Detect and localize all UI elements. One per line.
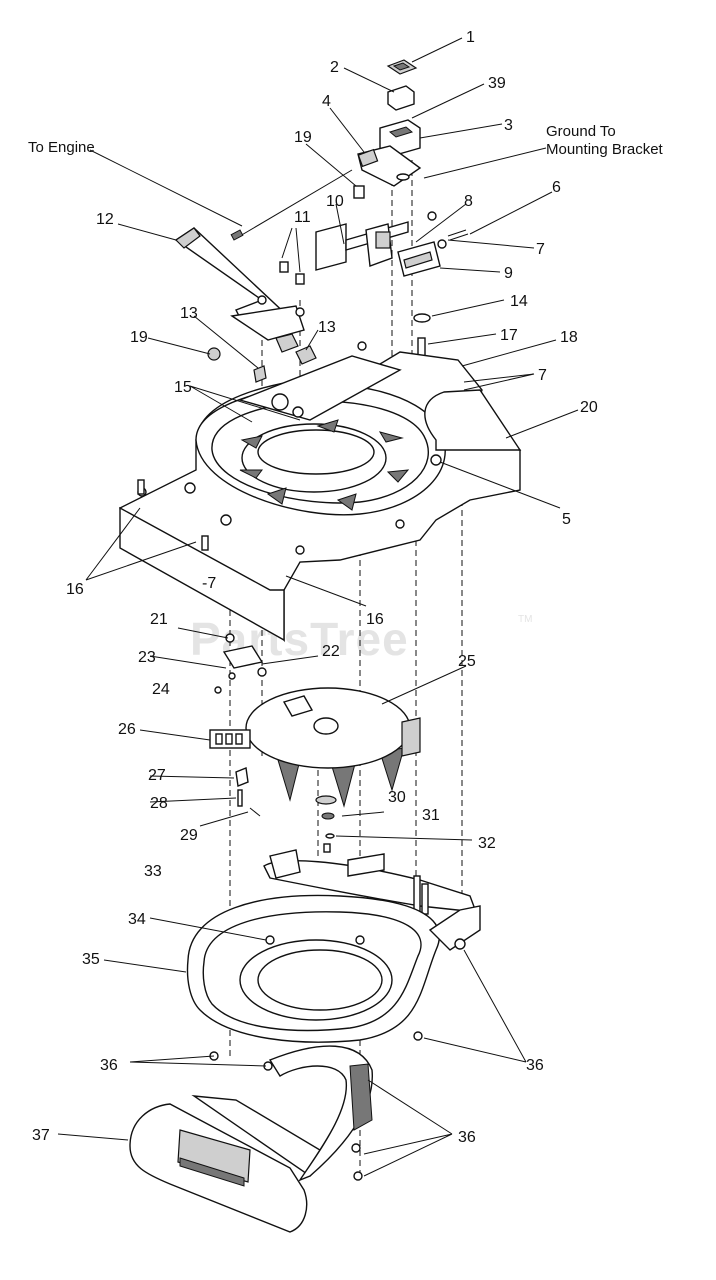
callout-11: 11 [294, 209, 311, 226]
callout-13a: 13 [180, 305, 198, 322]
callout-39: 39 [488, 75, 506, 92]
callout-6: 6 [552, 179, 561, 196]
handle-bracket [174, 227, 305, 341]
impeller-fan [245, 687, 421, 808]
center-hardware [315, 795, 337, 853]
callout-7a: 7 [536, 241, 545, 258]
callout-36b: 36 [526, 1057, 544, 1074]
callout-2: 2 [330, 59, 339, 76]
callout-19b: 19 [130, 329, 148, 346]
discharge-nozzle [129, 1045, 373, 1233]
callout-7b: 7 [538, 367, 547, 384]
callout-labels: 1 2 39 3 4 19 10 8 6 7 9 11 12 14 17 18 … [32, 29, 598, 1146]
callout-19a: 19 [294, 129, 312, 146]
callout-33: 33 [144, 863, 162, 880]
callout-20: 20 [580, 399, 598, 416]
callout-16b: 16 [366, 611, 384, 628]
callout-18: 18 [560, 329, 578, 346]
callout-34: 34 [128, 911, 146, 928]
switch-assembly [230, 59, 422, 241]
callout-24: 24 [152, 681, 170, 698]
callout-21: 21 [150, 611, 168, 628]
callout-31: 31 [422, 807, 440, 824]
callout-14: 14 [510, 293, 528, 310]
callout-37: 37 [32, 1127, 50, 1144]
callout-15: 15 [174, 379, 192, 396]
bail-bracket [315, 211, 469, 277]
callout-9: 9 [504, 265, 513, 282]
mounting-hardware [209, 633, 267, 817]
lower-frame [263, 849, 478, 917]
callout-13b: 13 [318, 319, 336, 336]
callout-25: 25 [458, 653, 476, 670]
lower-housing [186, 894, 481, 1071]
callout-36c: 36 [458, 1129, 476, 1146]
callout-28: 28 [150, 795, 168, 812]
callout-22: 22 [322, 643, 340, 660]
callout-17: 17 [500, 327, 518, 344]
notes: To Engine Ground To Mounting Bracket [28, 123, 664, 158]
callout-27: 27 [148, 767, 166, 784]
callout-1: 1 [466, 29, 475, 46]
callout-7c: -7 [202, 575, 216, 592]
callout-36a: 36 [100, 1057, 118, 1074]
blower-housing [119, 351, 522, 643]
callout-4: 4 [322, 93, 331, 110]
callout-5: 5 [562, 511, 571, 528]
note-ground-line1: Ground To [546, 123, 616, 140]
watermark-tm: TM [518, 614, 532, 625]
callout-23: 23 [138, 649, 156, 666]
callout-8: 8 [464, 193, 473, 210]
callout-30: 30 [388, 789, 406, 806]
callout-26: 26 [118, 721, 136, 738]
callout-12: 12 [96, 211, 114, 228]
callout-32: 32 [478, 835, 496, 852]
callout-leaders [57, 37, 579, 1177]
callout-29: 29 [180, 827, 198, 844]
callout-10: 10 [326, 193, 344, 210]
note-to-engine: To Engine [28, 139, 95, 156]
callout-35: 35 [82, 951, 100, 968]
callout-3: 3 [504, 117, 513, 134]
callout-16a: 16 [66, 581, 84, 598]
note-ground-line2: Mounting Bracket [546, 141, 664, 158]
